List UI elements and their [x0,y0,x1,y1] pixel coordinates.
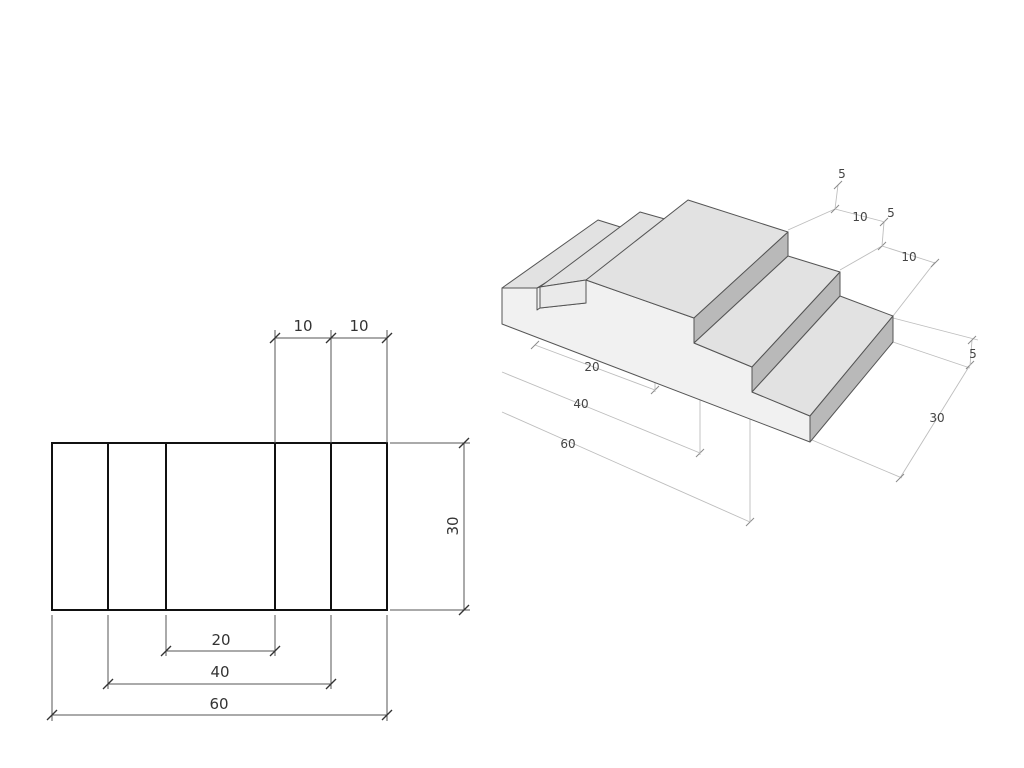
plan-dim-right: 30 [390,437,470,616]
plan-dim-label: 60 [209,695,228,713]
plan-dim-label: 10 [349,317,368,335]
plan-outline [51,442,388,611]
plan-dim-label: 30 [444,516,462,535]
iso-dim-lines [501,180,979,527]
iso-dim-label: 10 [852,210,867,224]
plan-dim-label: 40 [210,663,229,681]
iso-face-side [809,315,894,443]
plan-view: 10 10 30 20 40 [46,317,470,721]
plan-dim-label: 10 [293,317,312,335]
iso-dim-label: 20 [584,360,599,374]
plan-dim-top: 10 10 [269,317,393,443]
plan-dim-label: 20 [211,631,230,649]
iso-dim-label: 10 [901,250,916,264]
iso-dim-label: 5 [838,167,846,181]
plan-dim-bottom: 20 40 60 [46,615,393,721]
iso-dim-label: 40 [573,397,588,411]
iso-dim-label: 5 [887,206,895,220]
iso-dim-label: 30 [929,411,944,425]
iso-dim-label: 60 [560,437,575,451]
iso-view: 5 10 5 10 5 30 20 40 60 [501,167,979,527]
iso-dim-labels: 5 10 5 10 5 30 20 40 60 [560,167,976,451]
iso-solid [501,199,894,443]
iso-dim-label: 5 [969,347,977,361]
iso-face-front [539,279,587,309]
